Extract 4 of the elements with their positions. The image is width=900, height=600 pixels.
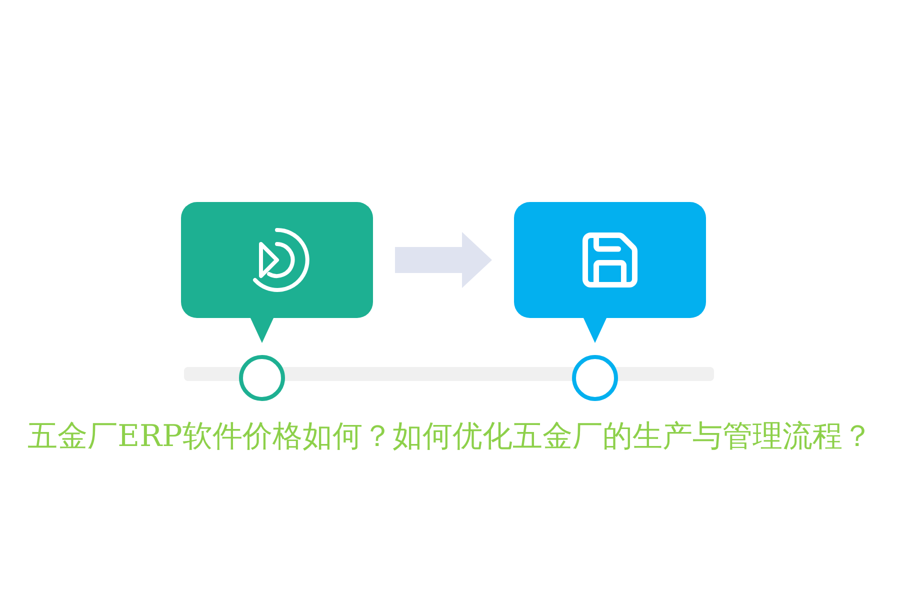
title: 五金厂ERP软件价格如何？如何优化五金厂的生产与管理流程？ xyxy=(26,418,874,456)
arrow xyxy=(395,232,492,288)
callout-box xyxy=(181,202,373,318)
callout-box xyxy=(514,202,706,318)
